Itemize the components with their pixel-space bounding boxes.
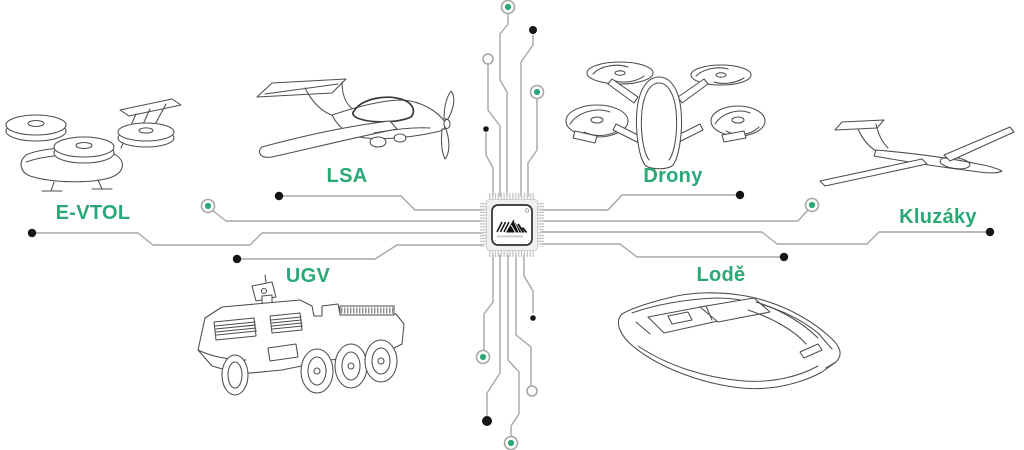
trace-lsa — [278, 195, 484, 211]
endpoint-dot-top-small — [483, 126, 489, 132]
trace-ugv — [236, 244, 484, 260]
evtol-air-taxi-sketch — [5, 98, 182, 192]
trace-lode — [540, 243, 785, 258]
label-ugv: UGV — [285, 265, 331, 287]
microchip-icon — [480, 193, 544, 257]
chip-pin1-mark — [524, 208, 530, 213]
endpoint-dot-kluzaky — [985, 227, 995, 237]
label-evtol: E-VTOL — [55, 202, 131, 224]
endpoint-dot-lode — [779, 252, 789, 262]
endpoint-dot-bottom-small — [530, 315, 536, 321]
trace-top-2 — [487, 64, 501, 197]
endpoint-dot-drony — [735, 190, 745, 200]
open-pad-bottom — [526, 385, 538, 397]
trace-bottom-1 — [483, 254, 494, 352]
endpoint-dot-top — [529, 26, 537, 34]
endpoint-dot-evtol — [27, 228, 37, 238]
endpoint-dot-ugv — [232, 254, 242, 264]
endpoint-dot-bottom — [482, 416, 492, 426]
drone-rotor-br — [710, 105, 766, 143]
via-node-top-1 — [500, 0, 516, 15]
trace-evtol — [31, 232, 484, 246]
trace-top-1 — [485, 132, 494, 197]
trace-kluzaky — [540, 231, 991, 245]
via-node-top-2 — [529, 84, 545, 100]
open-pad-top — [482, 53, 494, 65]
label-lsa: LSA — [326, 165, 368, 187]
trace-left-node — [211, 209, 484, 222]
unmanned-ground-vehicle-sketch — [197, 274, 405, 396]
trace-bottom-3 — [507, 254, 520, 438]
evtol-rotor-left — [5, 114, 67, 142]
endpoint-dot-lsa — [274, 191, 284, 201]
speedboat-sketch — [618, 292, 841, 390]
glider-sketch — [819, 119, 1015, 187]
trace-bottom-2 — [486, 254, 501, 417]
circuit-traces — [31, 12, 991, 438]
evtol-rotor-right — [117, 122, 175, 148]
trace-right-node — [540, 209, 809, 222]
label-drony: Drony — [643, 165, 703, 187]
trace-top-5 — [527, 97, 538, 197]
via-node-right — [804, 197, 820, 213]
via-node-bottom-2 — [503, 435, 519, 450]
drone-rotor-tr — [690, 64, 752, 86]
drone-rotor-bl — [565, 104, 629, 144]
ugv-wheels — [221, 339, 398, 396]
label-lode: Lodě — [696, 264, 746, 286]
light-sport-aircraft-sketch — [256, 78, 455, 160]
trace-top-3 — [499, 12, 509, 197]
chip-logo-caption-bar — [497, 235, 523, 238]
trace-drony — [540, 194, 741, 211]
via-node-bottom-1 — [475, 349, 491, 365]
trace-bottom-4 — [515, 254, 532, 386]
circuit-nodes — [27, 0, 995, 450]
trace-bottom-5 — [523, 254, 534, 314]
drone-rotor-tl — [586, 61, 654, 85]
drone-body — [635, 76, 683, 170]
via-node-left — [200, 198, 216, 214]
quadcopter-drone-sketch — [565, 61, 766, 170]
hatched-mountain-logo — [496, 219, 528, 238]
label-kluzaky: Kluzáky — [899, 206, 977, 228]
trace-top-4 — [520, 34, 534, 197]
evtol-rotor-front — [53, 136, 115, 164]
